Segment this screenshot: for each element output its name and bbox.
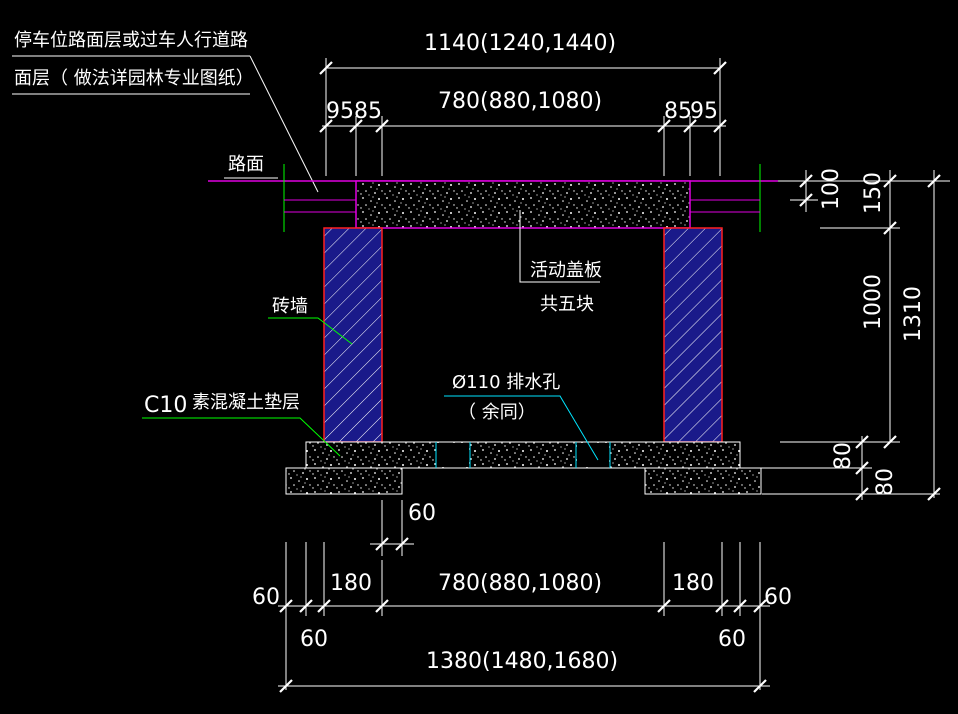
drain-gap-2 (577, 443, 609, 467)
dim-top-left-b: 85 (354, 99, 382, 124)
dim-bottom-chain (278, 542, 770, 690)
dim-60-mid: 60 (408, 501, 436, 526)
dim-b60-left: 60 (252, 585, 280, 610)
bedding-lower-right (644, 467, 762, 495)
dim-top-right-b: 95 (690, 99, 718, 124)
cover-slab (355, 180, 691, 229)
drain-label-line2: （ 余同） (458, 402, 536, 423)
dim-bottom-total (278, 679, 770, 693)
dim-right-total (927, 170, 941, 501)
bedding-leader (142, 417, 341, 457)
dim-b60-right-low: 60 (718, 627, 746, 652)
dim-h80-b: 80 (873, 468, 898, 496)
dim-h150: 150 (861, 172, 886, 214)
brick-wall-label: 砖墙 (272, 296, 308, 317)
dim-b60-left-low: 60 (300, 627, 328, 652)
road-label: 路面 (228, 154, 264, 175)
dim-top-right-a: 85 (664, 99, 692, 124)
cover-leader (519, 210, 600, 283)
dim-offset-60 (370, 500, 414, 556)
bedding-label: 素混凝土垫层 (192, 392, 300, 413)
dim-b180-left: 180 (330, 571, 372, 596)
dim-top-inner (319, 116, 727, 176)
dim-b-inner: 780(880,1080) (438, 571, 602, 596)
surface-note-line1: 停车位路面层或过车人行道路 (14, 30, 248, 51)
dim-b60-right: 60 (764, 585, 792, 610)
dim-right-bedding (742, 435, 940, 501)
drain-label-line1: Ø110 排水孔 (452, 372, 560, 393)
cover-label-line1: 活动盖板 (530, 260, 602, 281)
dim-top-total (319, 58, 727, 176)
dim-h80-a: 80 (831, 442, 856, 470)
dim-b180-right: 180 (672, 571, 714, 596)
brick-wall-right (663, 227, 723, 443)
dim-top-inner-text: 780(880,1080) (438, 89, 602, 114)
surface-note-line2: 面层（ 做法详园林专业图纸） (14, 68, 254, 89)
cover-label-line2: 共五块 (540, 294, 594, 315)
dim-h100: 100 (819, 168, 844, 210)
bedding-lower-left (285, 467, 403, 495)
bedding-upper (305, 441, 741, 469)
dim-h1000: 1000 (861, 274, 886, 330)
dim-top-left-a: 95 (326, 99, 354, 124)
brick-wall-leader (268, 317, 353, 345)
note-leader (249, 55, 319, 193)
drain-gap-1 (437, 443, 469, 467)
dim-h1310: 1310 (901, 286, 926, 342)
dim-bottom-total-text: 1380(1480,1680) (426, 649, 618, 674)
dim-top-total-text: 1140(1240,1440) (424, 31, 616, 56)
drain-leader (444, 395, 599, 461)
dim-right-inner (778, 170, 950, 449)
c10-label: C10 (144, 393, 187, 418)
brick-wall-left (323, 227, 383, 443)
